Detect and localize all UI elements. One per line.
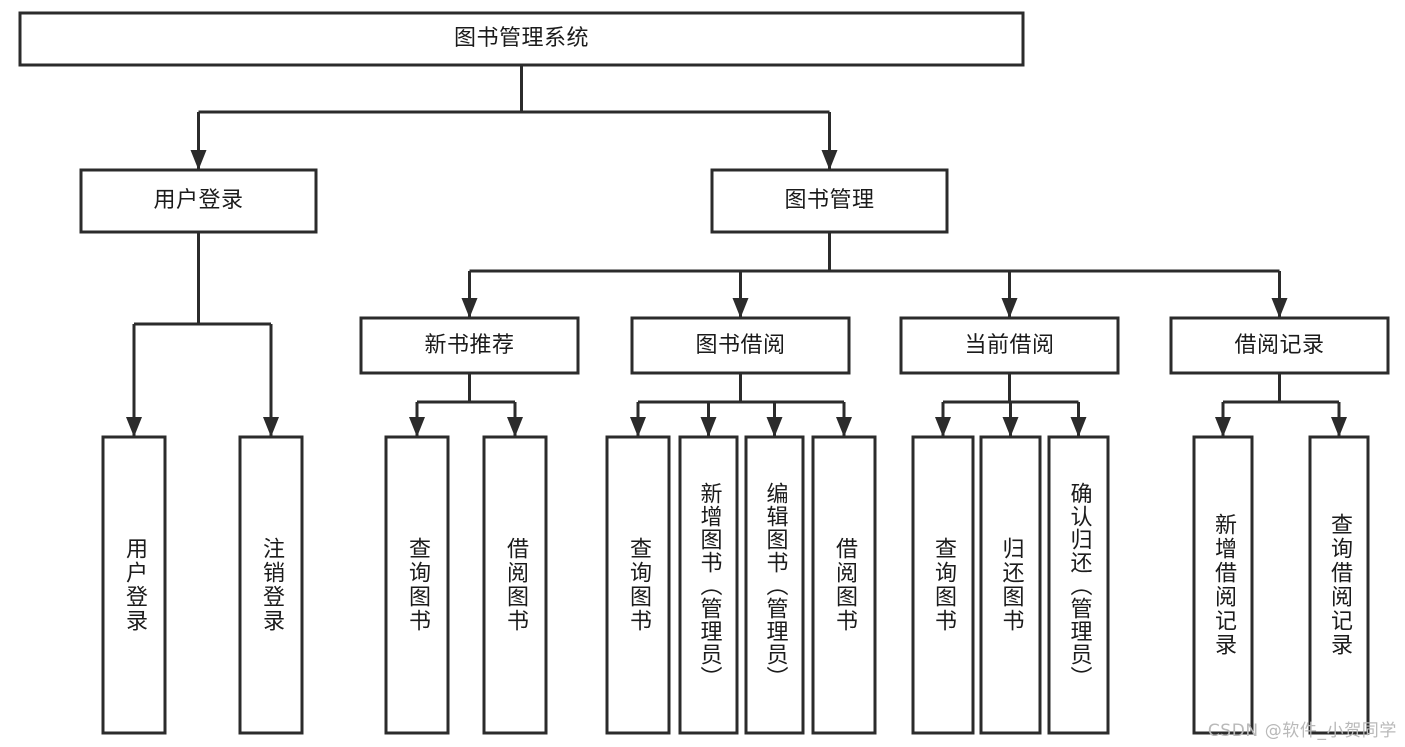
arrow-head-icon [1002, 417, 1019, 437]
arrow-head-icon [935, 417, 951, 437]
arrow-head-icon [821, 150, 838, 170]
node-box-current-borrow[interactable] [899, 316, 1120, 375]
node-box-leaf-borrow-book-recommend[interactable] [482, 435, 548, 735]
arrow-head-icon [766, 417, 783, 437]
node-box-layer [18, 11, 1390, 735]
node-box-leaf-confirm-return-admin[interactable] [1047, 435, 1110, 735]
arrow-head-icon [507, 417, 523, 437]
arrow-head-icon [630, 417, 646, 437]
node-box-leaf-user-login[interactable] [101, 435, 167, 735]
arrow-head-icon [1271, 298, 1288, 318]
arrow-head-icon [409, 417, 425, 437]
arrow-head-icon [1215, 417, 1231, 437]
node-box-leaf-return-book[interactable] [979, 435, 1042, 735]
node-box-leaf-query-book-current[interactable] [911, 435, 975, 735]
arrow-head-icon [190, 150, 207, 170]
arrow-head-icon [700, 417, 717, 437]
node-box-borrow-records[interactable] [1169, 316, 1390, 375]
node-box-user-login[interactable] [79, 168, 318, 234]
csdn-watermark: CSDN @软件_小贺同学 [1207, 721, 1397, 741]
node-box-leaf-edit-book-admin[interactable] [744, 435, 805, 735]
node-box-root[interactable] [18, 11, 1025, 67]
node-box-leaf-query-borrow-record[interactable] [1308, 435, 1370, 735]
arrow-head-icon [836, 417, 852, 437]
node-box-new-book-recommend[interactable] [359, 316, 580, 375]
arrow-head-icon [732, 298, 749, 318]
arrow-head-icon [1331, 417, 1347, 437]
node-box-leaf-user-logout[interactable] [238, 435, 304, 735]
node-box-leaf-borrow-book[interactable] [811, 435, 877, 735]
node-box-book-borrow[interactable] [630, 316, 851, 375]
arrow-head-icon [126, 417, 142, 437]
node-box-leaf-query-book-borrow[interactable] [605, 435, 671, 735]
connector-layer [126, 65, 1347, 437]
node-box-leaf-query-book-recommend[interactable] [384, 435, 450, 735]
arrow-head-icon [461, 298, 478, 318]
node-box-leaf-add-book-admin[interactable] [678, 435, 739, 735]
node-box-book-management[interactable] [710, 168, 949, 234]
arrow-head-icon [1001, 298, 1018, 318]
node-box-leaf-add-borrow-record[interactable] [1192, 435, 1254, 735]
arrow-head-icon [263, 417, 279, 437]
arrow-head-icon [1070, 417, 1087, 437]
